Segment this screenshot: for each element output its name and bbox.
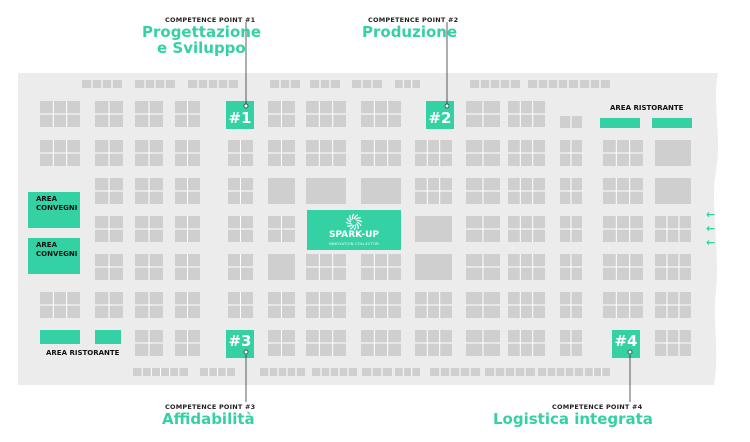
burst-ray [353, 214, 359, 220]
area-ristorante-right-zone [652, 118, 692, 128]
cp1-caption: COMPETENCE POINT #1 [165, 16, 256, 24]
booth-block [188, 80, 238, 88]
booth-block [312, 368, 357, 376]
cp2-title: Produzione [362, 23, 458, 41]
accent-zones [28, 101, 692, 358]
sparkup-zone [307, 210, 401, 250]
sparkup-subtitle: INNOVATION COLLECTOR [329, 242, 379, 246]
arrow-left-icon: ← [706, 222, 716, 235]
cp3-zone [226, 330, 254, 358]
area-convegni-2-zone [28, 238, 80, 274]
leader-dot-cp4 [627, 349, 633, 355]
area-ristorante-right-label: AREA RISTORANTE [610, 104, 684, 112]
arrow-left-icon: ← [706, 236, 716, 249]
burst-ray [356, 221, 362, 227]
cp3-title: Affidabilità [162, 410, 255, 428]
burst-ray [346, 217, 352, 223]
leader-dot-cp1 [243, 103, 249, 109]
booth-solid [268, 178, 295, 204]
booth-block [260, 368, 305, 376]
leader-dot-cp2 [444, 103, 450, 109]
burst-ray [349, 224, 355, 230]
burst-icon [345, 213, 363, 231]
booth-block [352, 80, 382, 88]
booth-block [362, 368, 392, 376]
booth-block [485, 368, 535, 376]
area-convegni-1-zone [28, 192, 80, 228]
booth-solid [415, 216, 452, 242]
area-ristorante-right-zone [600, 118, 640, 128]
booth-block [395, 368, 420, 376]
cp3-caption: COMPETENCE POINT #3 [165, 403, 256, 411]
booth-block [580, 80, 610, 88]
cp4-caption: COMPETENCE POINT #4 [552, 403, 643, 411]
booth-block [310, 80, 340, 88]
booth-solid [268, 254, 295, 280]
burst-ray [351, 213, 355, 220]
booth-block [270, 80, 300, 88]
cp3-number: #3 [228, 332, 252, 350]
burst-ray [353, 224, 357, 231]
area-ristorante-left-label: AREA RISTORANTE [46, 349, 120, 357]
burst-ray [349, 215, 352, 221]
booth-solid [655, 178, 691, 204]
booth-grid [40, 80, 691, 376]
burst-ray [347, 224, 353, 227]
booth-solid [415, 254, 452, 280]
booth-block [538, 368, 583, 376]
burst-ray [355, 217, 361, 220]
booth-block [430, 368, 480, 376]
burst-ray [345, 221, 352, 225]
cp1-title-line2: e Sviluppo [157, 39, 246, 57]
cp4-title: Logistica integrata [493, 410, 653, 428]
cp1-zone [226, 101, 254, 129]
leader-dot-cp3 [243, 349, 249, 355]
booth-block [528, 80, 578, 88]
arrow-left-icon: ← [706, 208, 716, 221]
sparkup-title: SPARK-UP [329, 230, 379, 240]
area-ristorante-left-zone [95, 330, 121, 344]
cp1-title-line1: Progettazione [142, 23, 262, 41]
cp2-number: #2 [428, 109, 452, 127]
burst-ray [356, 219, 363, 223]
area-ristorante-left-zone [40, 330, 80, 344]
cp2-caption: COMPETENCE POINT #2 [368, 16, 459, 24]
booth-solid [361, 178, 401, 204]
burst-ray [356, 223, 359, 229]
booth-block [585, 368, 610, 376]
booth-block [470, 80, 520, 88]
cp4-zone [612, 330, 640, 358]
booth-block [395, 80, 420, 88]
booth-solid [306, 178, 346, 204]
cp1-number: #1 [228, 109, 252, 127]
cp4-number: #4 [614, 332, 638, 350]
booth-solid [655, 140, 691, 166]
